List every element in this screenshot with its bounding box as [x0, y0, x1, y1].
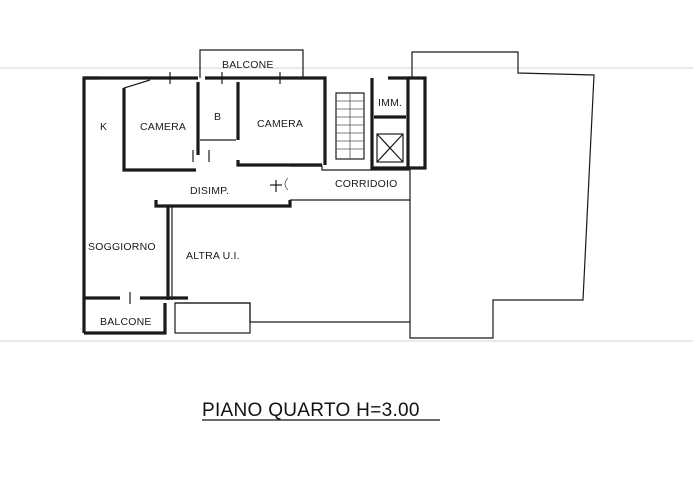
lift-shaft — [376, 133, 404, 163]
label-balcone-bottom: BALCONE — [100, 316, 152, 328]
balcone-bottom-outline — [84, 303, 167, 335]
label-kitchen: K — [100, 121, 107, 133]
plan-caption: PIANO QUARTO H=3.00 — [202, 400, 420, 421]
label-altra-unita: ALTRA U.I. — [186, 250, 240, 262]
corridoio-outline — [290, 165, 411, 201]
label-balcone-top: BALCONE — [222, 59, 274, 71]
neighbour-balcony — [174, 302, 251, 334]
balcone-top-outline — [199, 49, 304, 78]
wall-camera-right-bottom — [236, 160, 322, 167]
apartment-top-wall — [205, 76, 327, 165]
wall-kitchen-camera — [122, 88, 196, 172]
label-soggiorno: SOGGIORNO — [88, 241, 156, 253]
door-swing-corridor — [284, 177, 289, 191]
label-lift: IMM. — [378, 97, 402, 109]
door-kitchen — [123, 79, 151, 89]
label-bath: B — [214, 111, 221, 123]
label-corridoio: CORRIDOIO — [335, 178, 397, 190]
label-camera-left: CAMERA — [140, 121, 186, 133]
wall-disimpegno — [154, 200, 292, 208]
label-camera-right: CAMERA — [257, 118, 303, 130]
stair-steps — [336, 93, 364, 159]
wall-right-block — [408, 76, 427, 170]
label-disimpegno: DISIMP. — [190, 185, 229, 197]
lift-cross-b — [376, 133, 404, 163]
